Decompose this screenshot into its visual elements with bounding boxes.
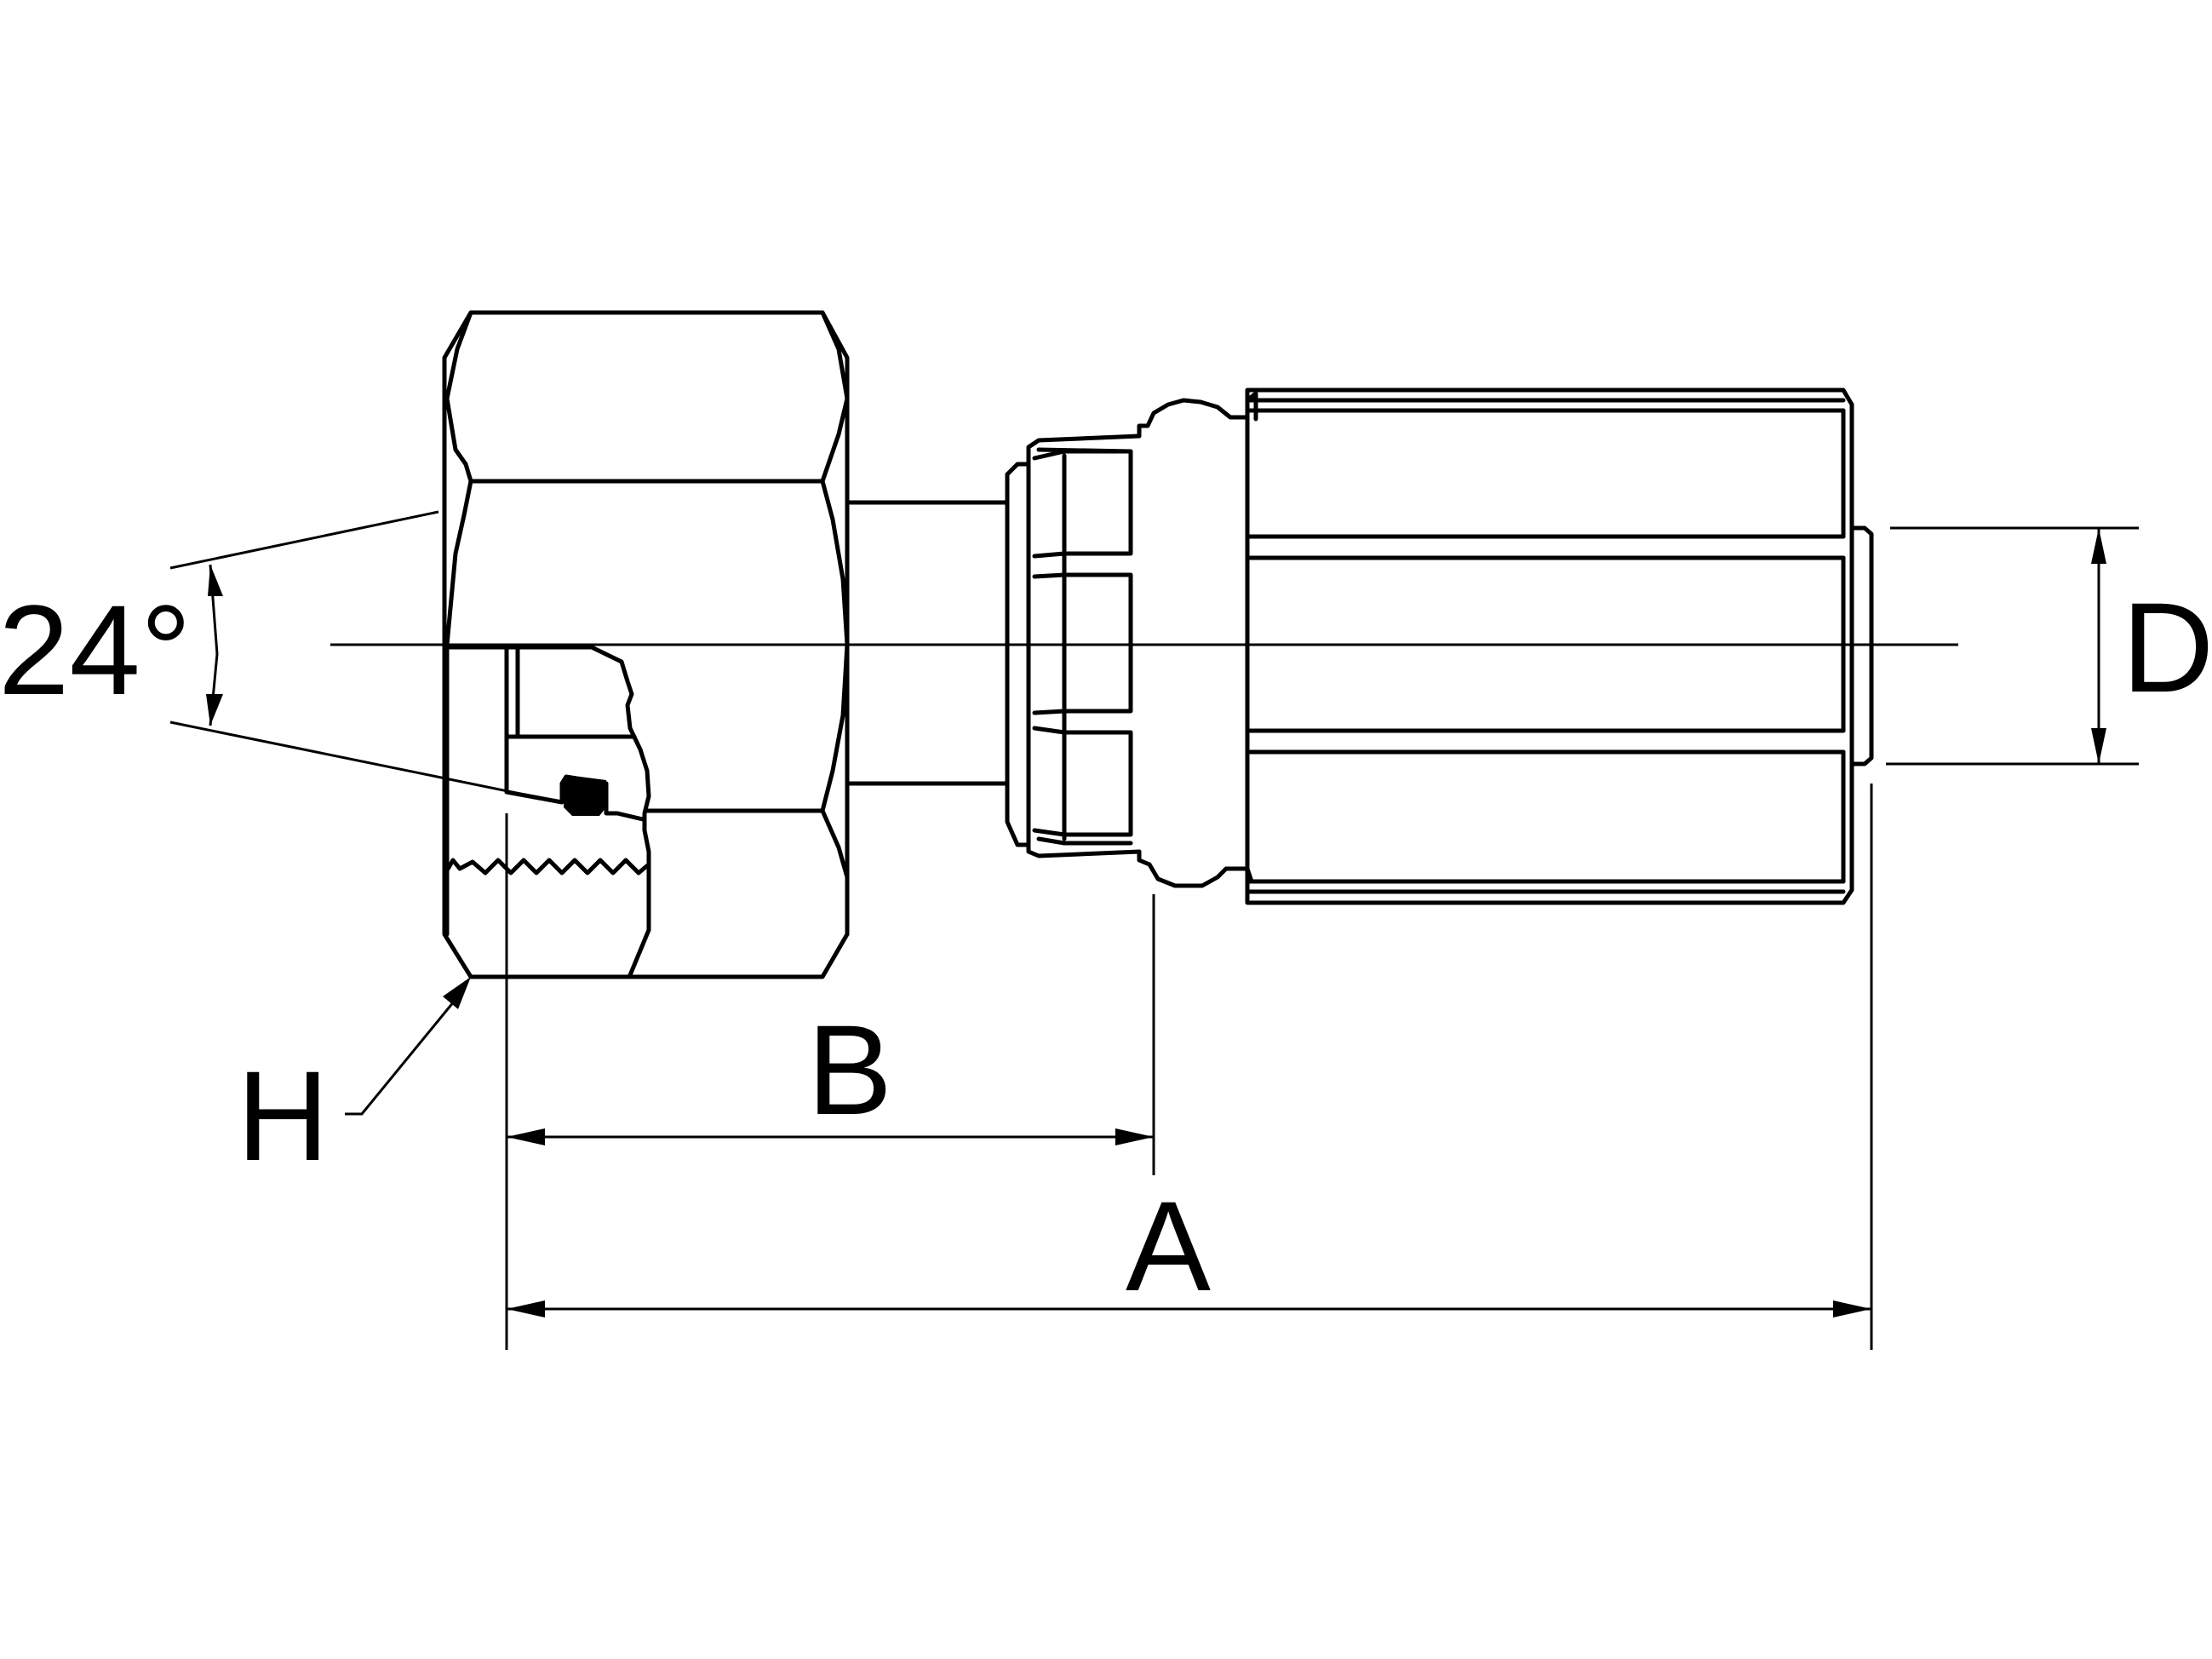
h-leader — [345, 977, 471, 1116]
collar — [1005, 391, 1258, 888]
a-label: A — [1126, 1174, 1211, 1317]
hex-nut — [442, 310, 850, 979]
h-label: H — [237, 1044, 329, 1187]
b-label: B — [807, 998, 892, 1141]
angle-label: 24° — [0, 578, 192, 721]
ferrule — [1245, 387, 1874, 905]
neck — [845, 472, 1010, 816]
b-dimension — [505, 813, 1155, 1350]
d-label: D — [2122, 576, 2212, 719]
a-dimension — [507, 784, 1873, 1350]
d-dimension — [1886, 526, 2139, 766]
angle-dimension — [169, 510, 563, 804]
